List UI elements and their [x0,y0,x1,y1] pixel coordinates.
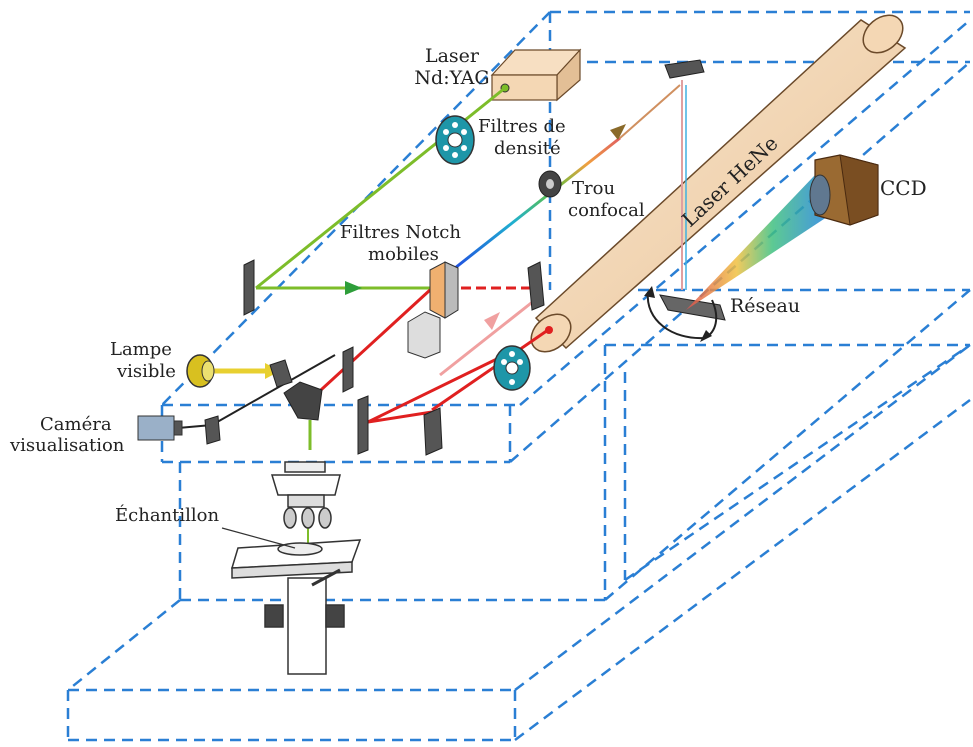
confocal-pinhole [538,170,562,198]
label-laser-line2: Nd:YAG [414,67,489,89]
label-camera-line2: visualisation [9,435,125,456]
label-lampe-line2: visible [116,361,176,382]
label-lampe-line1: Lampe [110,339,172,360]
label-filtres-densite-line2: densité [494,138,561,159]
ndyag-laser-box [490,48,582,102]
beam-splitter-cube [283,381,323,421]
label-laser-line1: Laser [425,45,480,67]
visualisation-camera [137,415,183,441]
hene-laser-tube [530,14,907,353]
ccd-detector [686,154,879,310]
mirrors [204,59,705,456]
label-reseau: Réseau [730,295,800,317]
label-notch-line2: mobiles [368,244,439,265]
label-ccd: CCD [880,176,927,200]
label-echantillon: Échantillon [115,503,219,526]
microscope [230,461,362,675]
label-trou-line2: confocal [568,200,645,221]
echantillon-pointer [221,527,296,549]
label-filtres-densite-line1: Filtres de [478,116,566,137]
label-camera-line1: Caméra [40,414,112,435]
label-trou-line1: Trou [572,178,615,199]
label-notch-line1: Filtres Notch [340,222,461,243]
hene-filter-wheel [493,345,531,391]
density-filter-wheel [435,115,475,165]
visible-lamp [186,354,215,388]
grating [644,286,726,342]
notch-filter-block [407,261,459,359]
